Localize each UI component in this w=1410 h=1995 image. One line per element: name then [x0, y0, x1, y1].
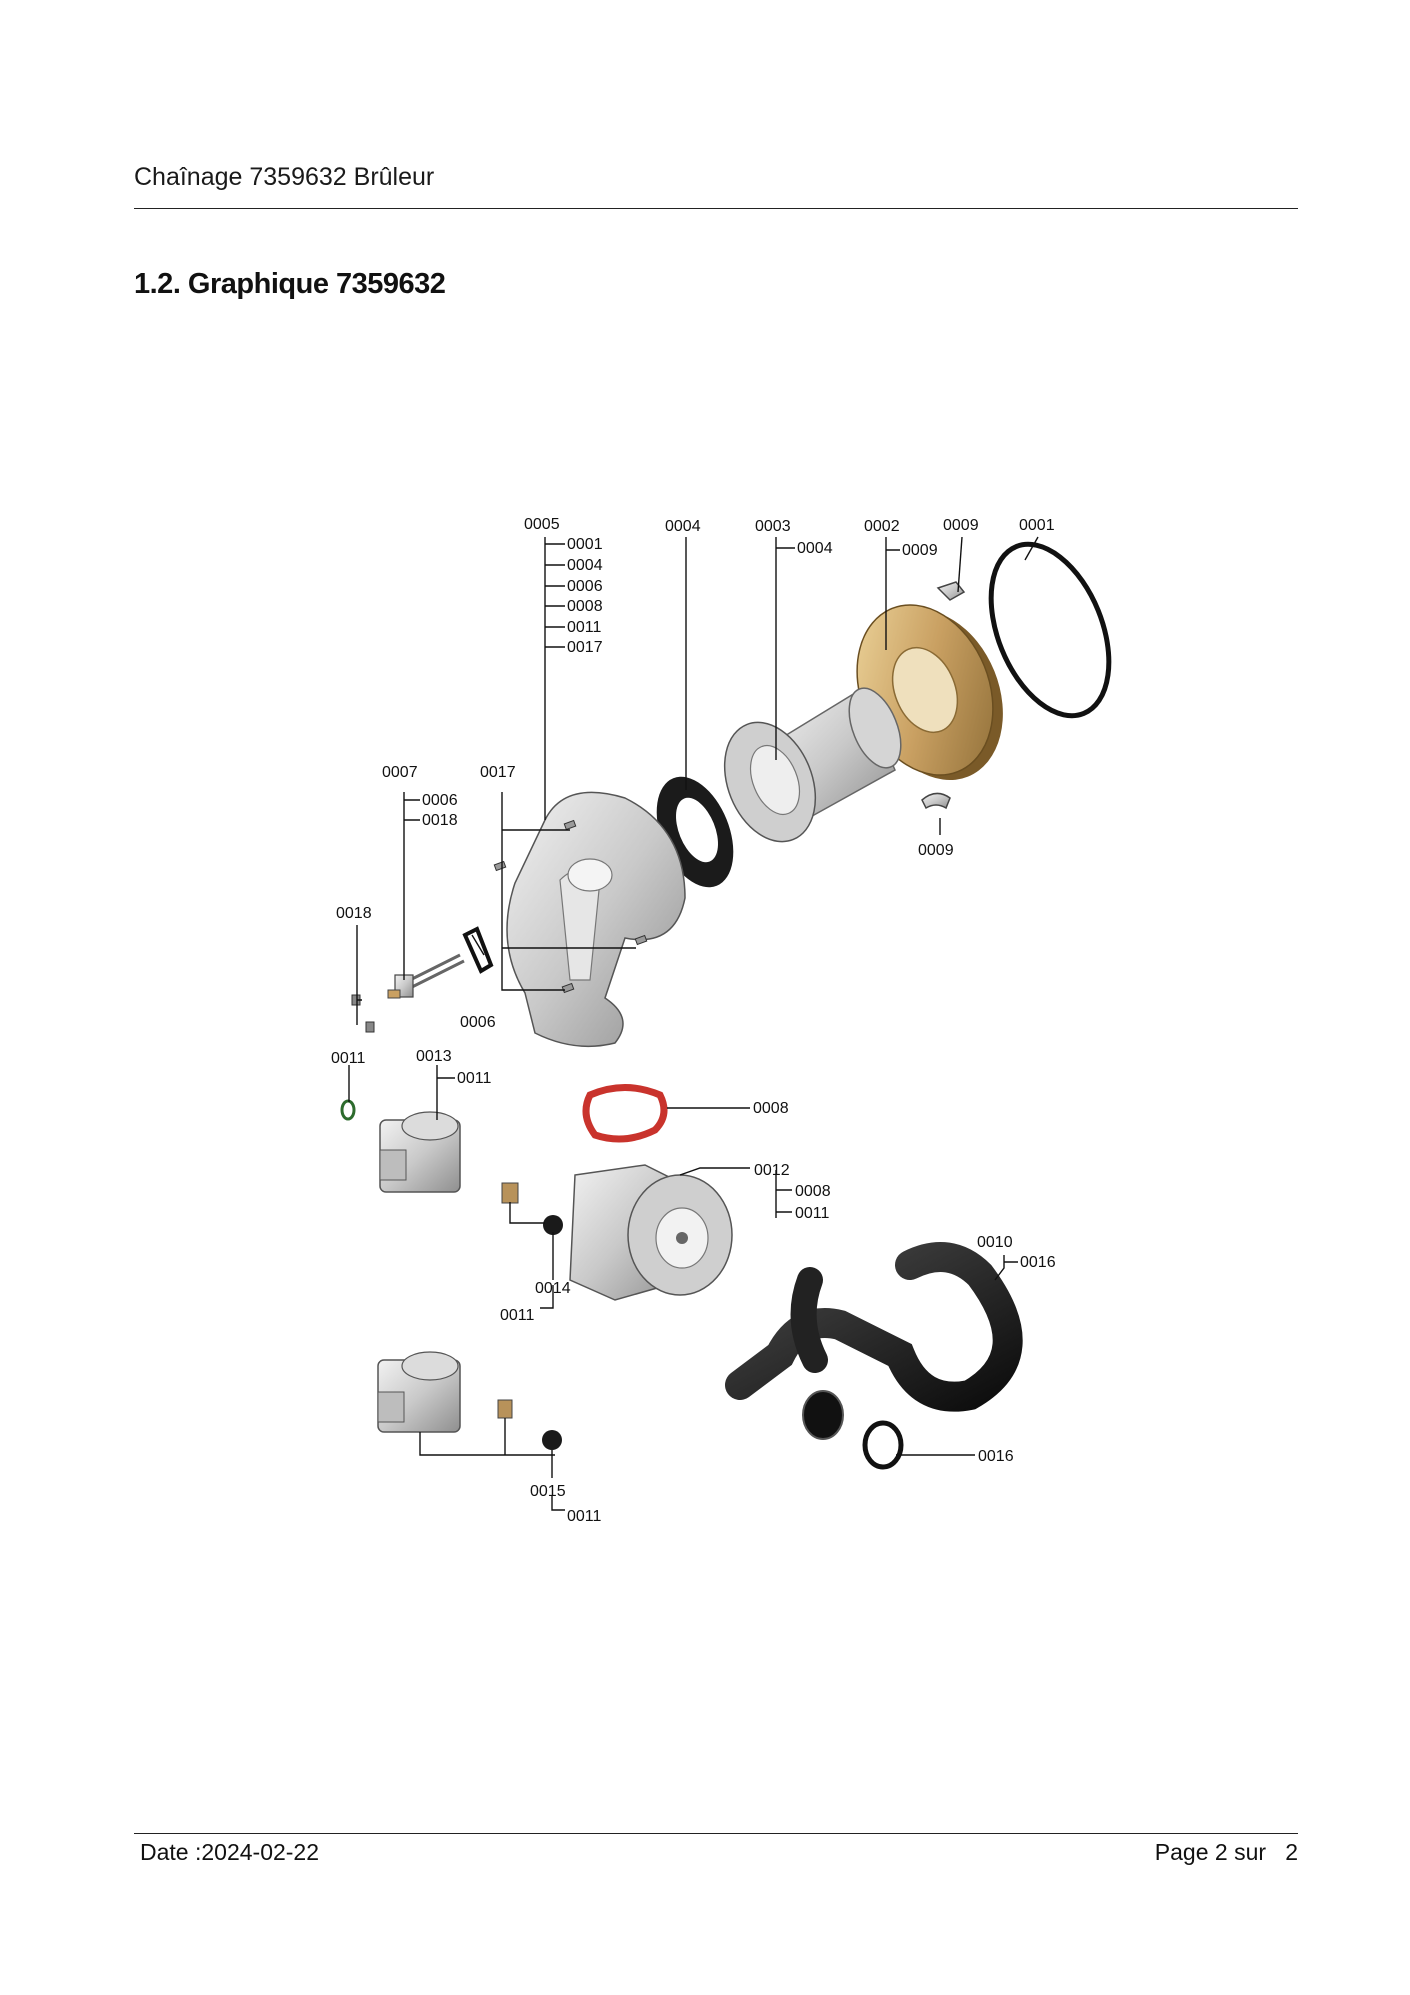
footer-page-number: Page 2 sur 2	[1155, 1839, 1298, 1866]
label-0010: 0010	[977, 1234, 1013, 1251]
label-0008: 0008	[753, 1100, 789, 1117]
label-0005-sub: 0011	[567, 619, 602, 636]
footer-date: Date :2024-02-22	[140, 1839, 320, 1865]
label-0005-sub: 0017	[567, 639, 603, 656]
oring-0016-part	[862, 1420, 904, 1470]
page-prefix: Page 2 sur	[1154, 1839, 1267, 1865]
label-0017: 0017	[480, 764, 516, 781]
label-0003: 0003	[755, 518, 791, 535]
section-title: 1.2. Graphique 7359632	[134, 268, 446, 300]
label-0010-sub: 0016	[1020, 1254, 1056, 1271]
label-0004: 0004	[665, 518, 701, 535]
label-0005-sub: 0001	[567, 536, 603, 553]
label-0013-sub: 0011	[457, 1070, 492, 1087]
label-0011: 0011	[331, 1050, 366, 1067]
label-0009-mid: 0009	[918, 842, 954, 859]
label-0005-sub: 0006	[567, 578, 603, 595]
gas-valve-0015-part	[377, 1351, 562, 1450]
label-0007-sub: 0006	[422, 792, 458, 809]
gasket-0006-part	[462, 926, 494, 974]
leader-lines	[348, 536, 1039, 1511]
screws-0018-part	[351, 994, 375, 1033]
label-0002-sub: 0009	[902, 542, 938, 559]
label-0009-top: 0009	[943, 517, 979, 534]
label-0001: 0001	[1019, 517, 1055, 534]
clip-0009-top-part	[936, 581, 966, 601]
footer-divider	[134, 1833, 1298, 1834]
label-0013: 0013	[416, 1048, 452, 1065]
label-0006: 0006	[460, 1014, 496, 1031]
label-0016: 0016	[978, 1448, 1014, 1465]
label-0018: 0018	[336, 905, 372, 922]
label-0002: 0002	[864, 518, 900, 535]
oring-0001-part	[988, 541, 1112, 719]
label-0012: 0012	[754, 1162, 790, 1179]
label-0011-b: 0011	[500, 1307, 535, 1324]
burner-housing-0005-part	[506, 791, 686, 1048]
label-0012-sub: 0011	[795, 1205, 830, 1222]
gas-valve-0013-part	[379, 1111, 461, 1193]
document-header-title: Chaînage 7359632 Brûleur	[134, 163, 435, 191]
label-0003-sub: 0004	[797, 540, 833, 557]
oring-0011-part	[340, 1099, 356, 1121]
label-0014: 0014	[535, 1280, 571, 1297]
electrode-0007-part	[387, 953, 465, 999]
screws-0017-part	[493, 819, 648, 994]
label-0007: 0007	[382, 764, 418, 781]
gasket-0008-part	[582, 1084, 668, 1143]
label-0005-sub: 0008	[567, 598, 603, 615]
label-0015-sub: 0011	[567, 1508, 602, 1525]
siphon-hose-0010-part	[725, 1242, 1023, 1440]
page-total: 2	[1285, 1839, 1298, 1865]
fan-0012-part	[569, 1164, 733, 1301]
label-0012-sub: 0008	[795, 1183, 831, 1200]
clip-0009-bottom-part	[921, 792, 951, 810]
label-0005-sub: 0004	[567, 557, 603, 574]
burner-tube-0003-part	[723, 687, 902, 843]
nozzle-0014-part	[501, 1182, 563, 1235]
header-divider	[134, 208, 1298, 209]
label-0007-sub: 0018	[422, 812, 458, 829]
label-0005: 0005	[524, 516, 560, 533]
label-0015: 0015	[530, 1483, 566, 1500]
